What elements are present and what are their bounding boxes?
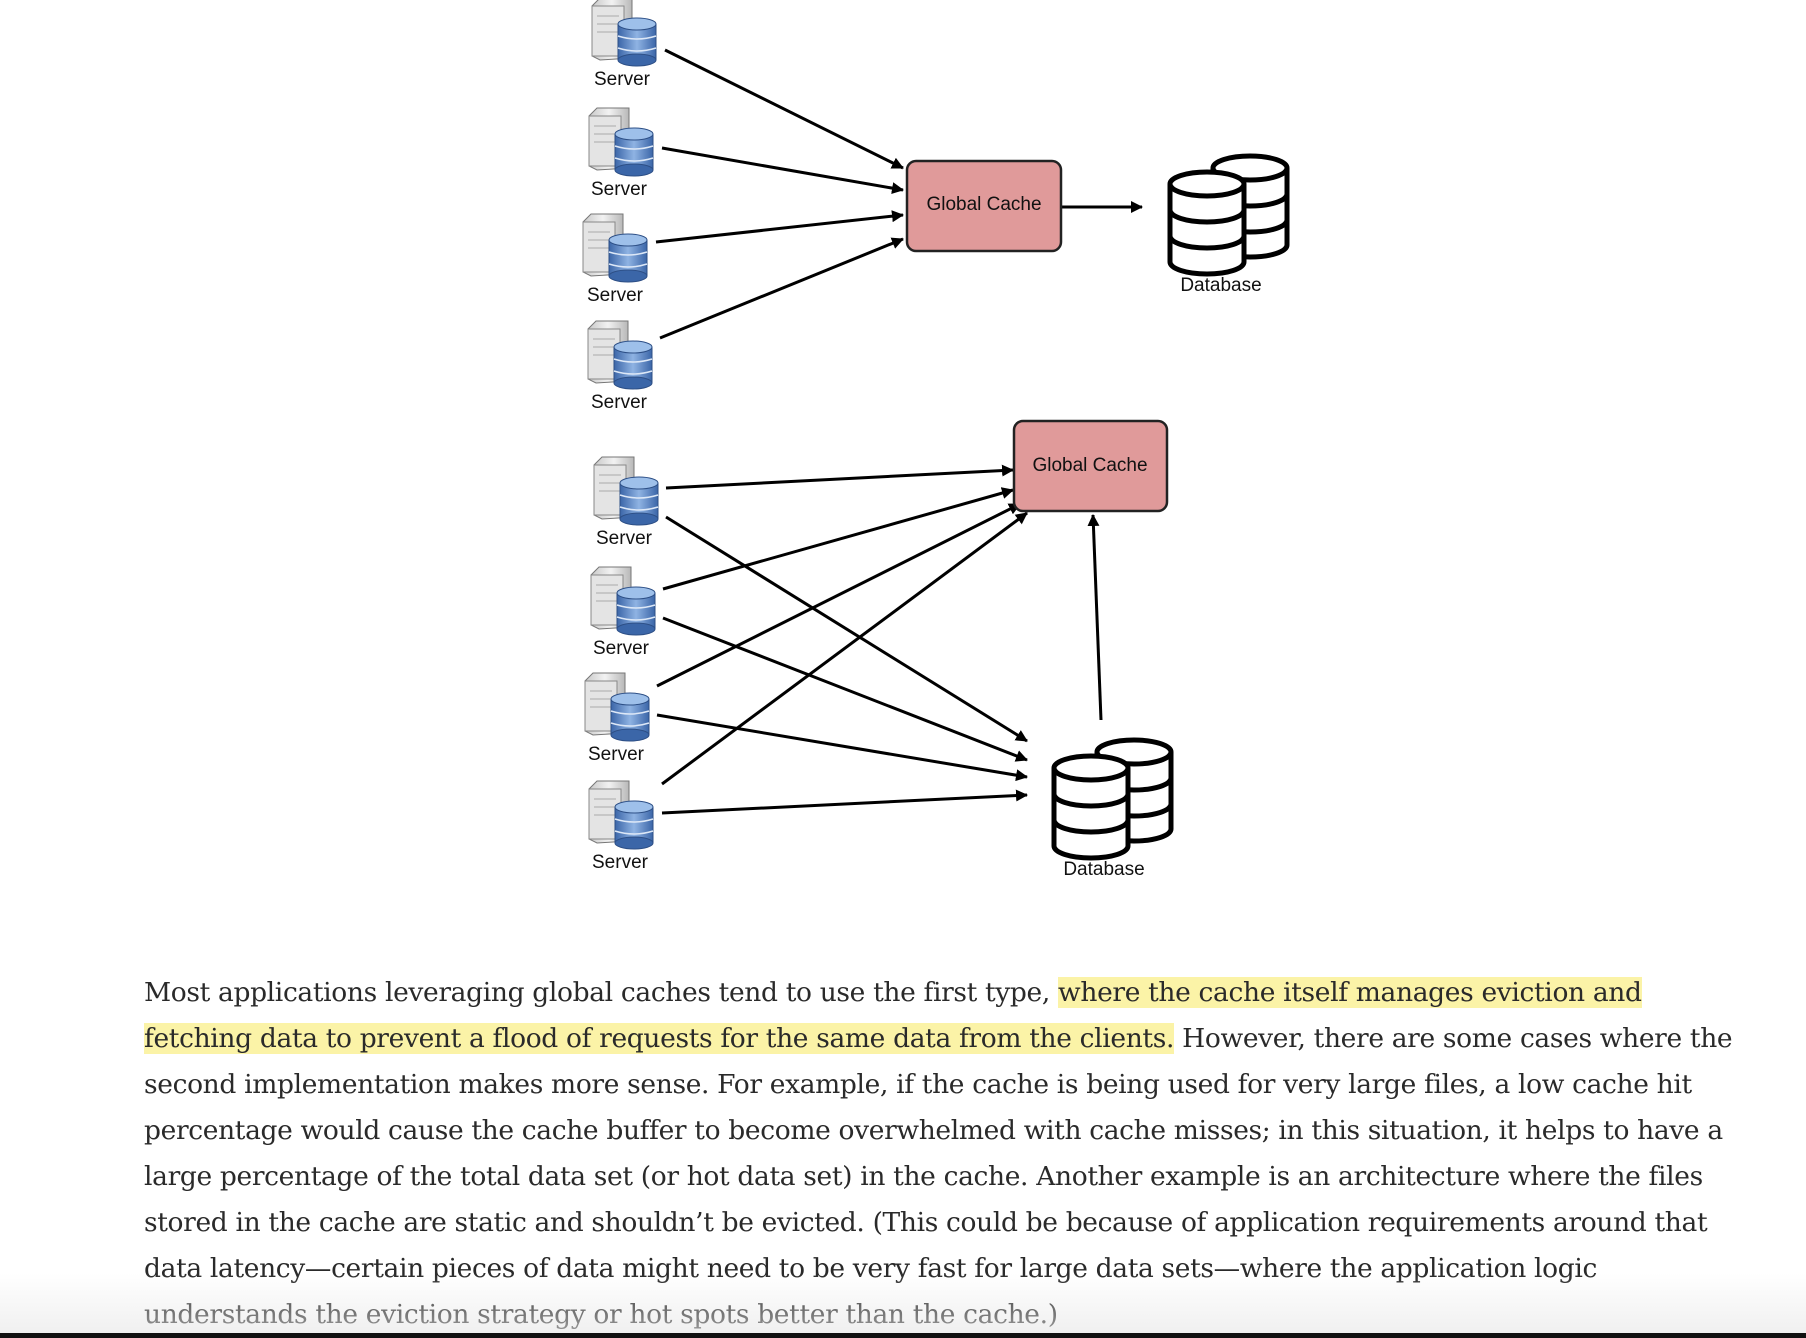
server-icon [582, 213, 648, 283]
arrow [662, 487, 1014, 591]
article-paragraph: Most applications leveraging global cach… [144, 970, 1754, 1338]
server-label: Server [594, 69, 651, 90]
paragraph-text-before: Most applications leveraging global cach… [144, 977, 1059, 1008]
arrow [656, 713, 1028, 782]
server-icon [584, 672, 650, 742]
arrow [662, 616, 1028, 762]
arrow [661, 146, 904, 195]
server-label: Server [593, 638, 650, 659]
server-node: Server [593, 456, 659, 549]
arrow [665, 515, 1028, 743]
top-arrows [655, 48, 1143, 340]
server-label: Server [591, 392, 648, 413]
server-icon [587, 320, 653, 390]
server-node: Server [587, 320, 653, 413]
bottom-edge-bar [0, 1333, 1806, 1338]
bottom-diagram: Server Server Server Server Global Cache… [584, 419, 1171, 880]
arrow [665, 464, 1014, 490]
server-icon [591, 0, 657, 67]
database-label: Database [1063, 859, 1144, 880]
top-diagram: Server Server Server Server Global Cache… [582, 0, 1287, 413]
global-cache-label: Global Cache [926, 194, 1041, 215]
global-cache-box: Global Cache [905, 159, 1063, 253]
article-body: Most applications leveraging global cach… [144, 970, 1754, 1338]
global-cache-label: Global Cache [1032, 455, 1147, 476]
arrow [664, 48, 904, 170]
server-node: Server [582, 213, 648, 306]
arrow [659, 237, 904, 340]
global-cache-box: Global Cache [1012, 419, 1169, 513]
database-node: Database [1054, 740, 1171, 880]
database-node: Database [1170, 156, 1287, 296]
server-label: Server [587, 285, 644, 306]
server-icon [588, 780, 654, 850]
server-node: Server [588, 107, 654, 200]
database-icon [1170, 156, 1287, 274]
server-label: Server [591, 179, 648, 200]
database-label: Database [1180, 275, 1261, 296]
server-icon [588, 107, 654, 177]
database-icon [1054, 740, 1171, 858]
arrow [656, 502, 1021, 688]
arrow [661, 789, 1028, 815]
server-label: Server [596, 528, 653, 549]
paragraph-text-after: However, there are some cases where the … [144, 1023, 1733, 1330]
server-node: Server [584, 672, 650, 765]
server-label: Server [592, 852, 649, 873]
server-node: Server [590, 566, 656, 659]
server-label: Server [588, 744, 645, 765]
global-cache-diagram: Server Server Server Server Global Cache… [582, 0, 1806, 880]
arrow [661, 511, 1028, 786]
server-icon [590, 566, 656, 636]
server-node: Server [591, 0, 657, 90]
server-node: Server [588, 780, 654, 873]
arrow [655, 210, 904, 244]
arrow [1087, 514, 1103, 721]
server-icon [593, 456, 659, 526]
bottom-arrows [656, 464, 1103, 815]
